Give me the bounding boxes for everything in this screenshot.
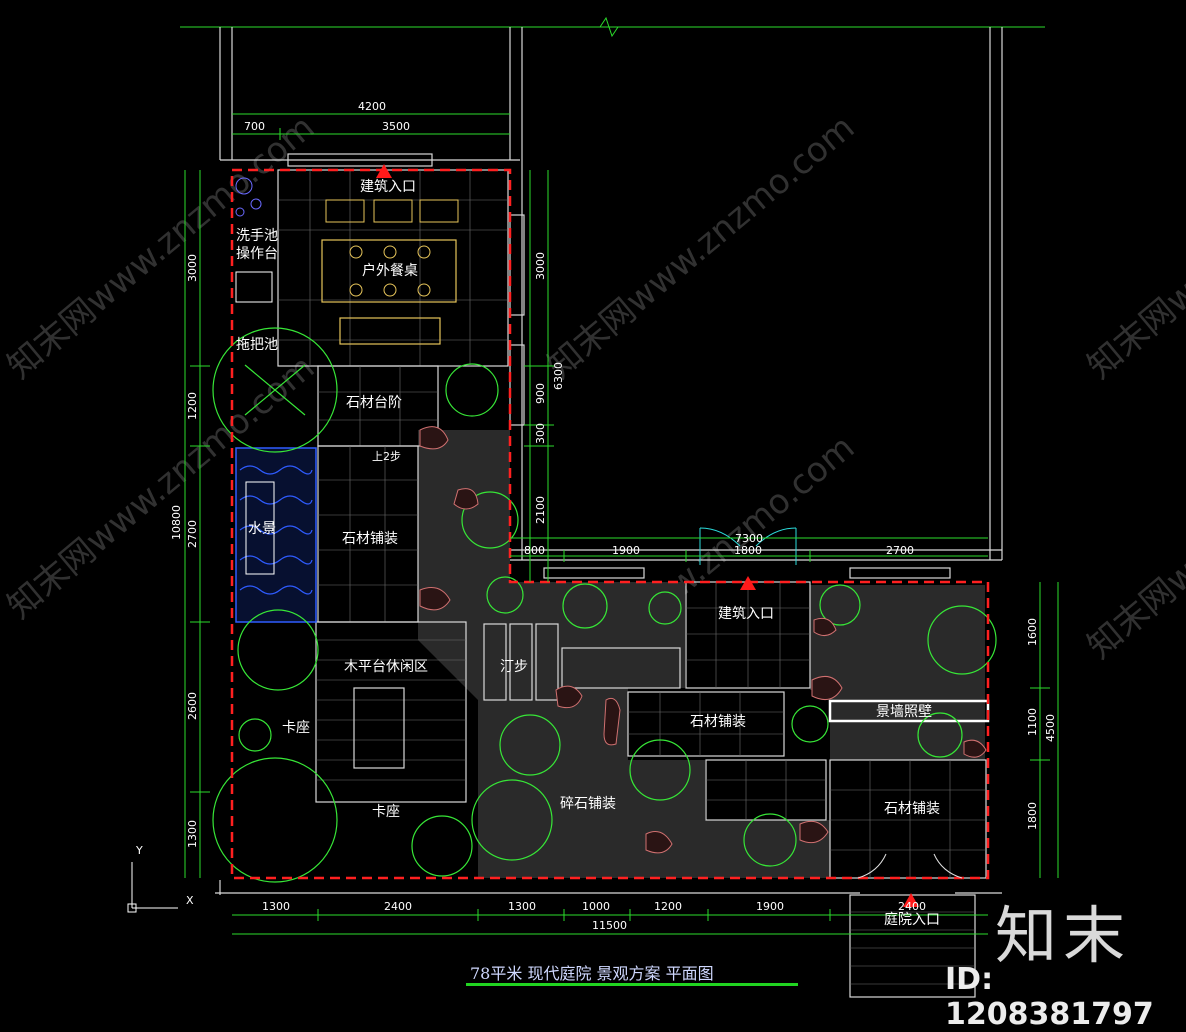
dim-mid-b: 900 (534, 383, 547, 404)
watermark-5: 知末网www.znzmo.com (1080, 107, 1186, 386)
dim-left-total: 10800 (170, 505, 183, 540)
watermark-6: 知末网www.znzmo.com (1080, 387, 1186, 666)
dim-left-a: 3000 (186, 254, 199, 282)
grid-building-entrance-mid (685, 581, 811, 689)
yard-entrance-steps (849, 894, 976, 998)
document-id: ID: 1208381797 (945, 962, 1154, 1032)
entrance-arrow-yard (903, 893, 919, 907)
dim-mid-total: 6300 (552, 362, 565, 390)
dim-right-d: 2700 (886, 544, 914, 557)
dim-bottom-b: 2400 (384, 900, 412, 913)
dim-right-v-c: 1800 (1026, 802, 1039, 830)
dim-right-b: 1900 (612, 544, 640, 557)
label-gravel-paving: 碎石铺装 (560, 796, 616, 812)
dim-top-a: 700 (244, 120, 265, 133)
label-landscape-wall: 景墙照壁 (876, 704, 932, 720)
grid-stone-paving-right (829, 759, 987, 879)
dim-right-v-a: 1600 (1026, 618, 1039, 646)
entrance-markers (376, 164, 963, 907)
label-stone-paving-mid: 石材铺装 (690, 714, 746, 730)
title-underline (466, 983, 798, 986)
drawing-title: 78平米 现代庭院 景观方案 平面图 (470, 964, 714, 983)
dim-bottom-c: 1300 (508, 900, 536, 913)
dim-mid-d: 2100 (534, 496, 547, 524)
dim-top-total: 4200 (358, 100, 386, 113)
planting (212, 327, 997, 883)
ucs-axis-icon: Y X (127, 844, 194, 913)
grid-wood-deck (315, 621, 467, 803)
dim-bottom-a: 1300 (262, 900, 290, 913)
dim-bottom-total: 11500 (592, 919, 627, 932)
dim-right-a: 800 (524, 544, 545, 557)
dim-left-b: 1200 (186, 392, 199, 420)
dim-mid-c: 300 (534, 423, 547, 444)
axis-y-label: Y (135, 844, 143, 857)
building-outline (180, 16, 1045, 895)
gravel-areas (418, 430, 985, 878)
dim-right-c: 1800 (734, 544, 762, 557)
dim-top-b: 3500 (382, 120, 410, 133)
label-building-entrance-top: 建筑入口 (360, 179, 416, 195)
dimension-labels: 4200 700 3500 10800 3000 1200 2700 2600 … (170, 100, 1057, 932)
dim-left-d: 2600 (186, 692, 199, 720)
dining-furniture (235, 177, 459, 345)
dim-left-e: 1300 (186, 820, 199, 848)
label-wood-deck: 木平台休闲区 (344, 659, 428, 675)
dim-bottom-e: 1200 (654, 900, 682, 913)
label-stone-paving-right: 石材铺装 (884, 801, 940, 817)
dim-left-c: 2700 (186, 520, 199, 548)
label-water-feature: 水景 (248, 521, 276, 537)
label-stone-steps: 石材台阶 (346, 395, 402, 411)
label-stepping-stones: 汀步 (500, 659, 528, 675)
dim-bottom-d: 1000 (582, 900, 610, 913)
label-seat-left: 卡座 (282, 720, 310, 736)
dim-mid-a: 3000 (534, 252, 547, 280)
label-seat-bottom: 卡座 (372, 804, 400, 820)
grid-stone-paving-mid (561, 647, 827, 821)
brand-logo: 知末 (995, 899, 1132, 972)
dim-right-v-total: 4500 (1044, 714, 1057, 742)
label-up-steps: 上2步 (372, 450, 401, 463)
site-boundary (230, 168, 990, 880)
label-mop-pool: 拖把池 (236, 337, 278, 353)
dim-right-top-total: 7300 (735, 532, 763, 545)
label-outdoor-dining: 户外餐桌 (362, 262, 418, 279)
label-building-entrance-mid: 建筑入口 (718, 606, 774, 622)
dim-right-v-b: 1100 (1026, 708, 1039, 736)
entrance-arrow-mid (740, 576, 756, 590)
label-stone-paving-left: 石材铺装 (342, 531, 398, 547)
label-yard-entrance: 庭院入口 (884, 911, 940, 928)
entrance-arrow-top (376, 164, 392, 178)
area-labels: 建筑入口 洗手池操作台 户外餐桌 拖把池 石材台阶 上2步 水景 石材铺装 木平… (236, 179, 940, 928)
dimension-lines (184, 113, 1059, 935)
watermark-2: 知末网www.znzmo.com (540, 107, 862, 386)
axis-x-label: X (186, 894, 194, 907)
stepping-stones (483, 623, 559, 701)
dim-bottom-g: 2400 (898, 900, 926, 913)
dim-bottom-f: 1900 (756, 900, 784, 913)
water-feature (235, 447, 317, 623)
label-wash-basin: 洗手池操作台 (236, 228, 278, 262)
